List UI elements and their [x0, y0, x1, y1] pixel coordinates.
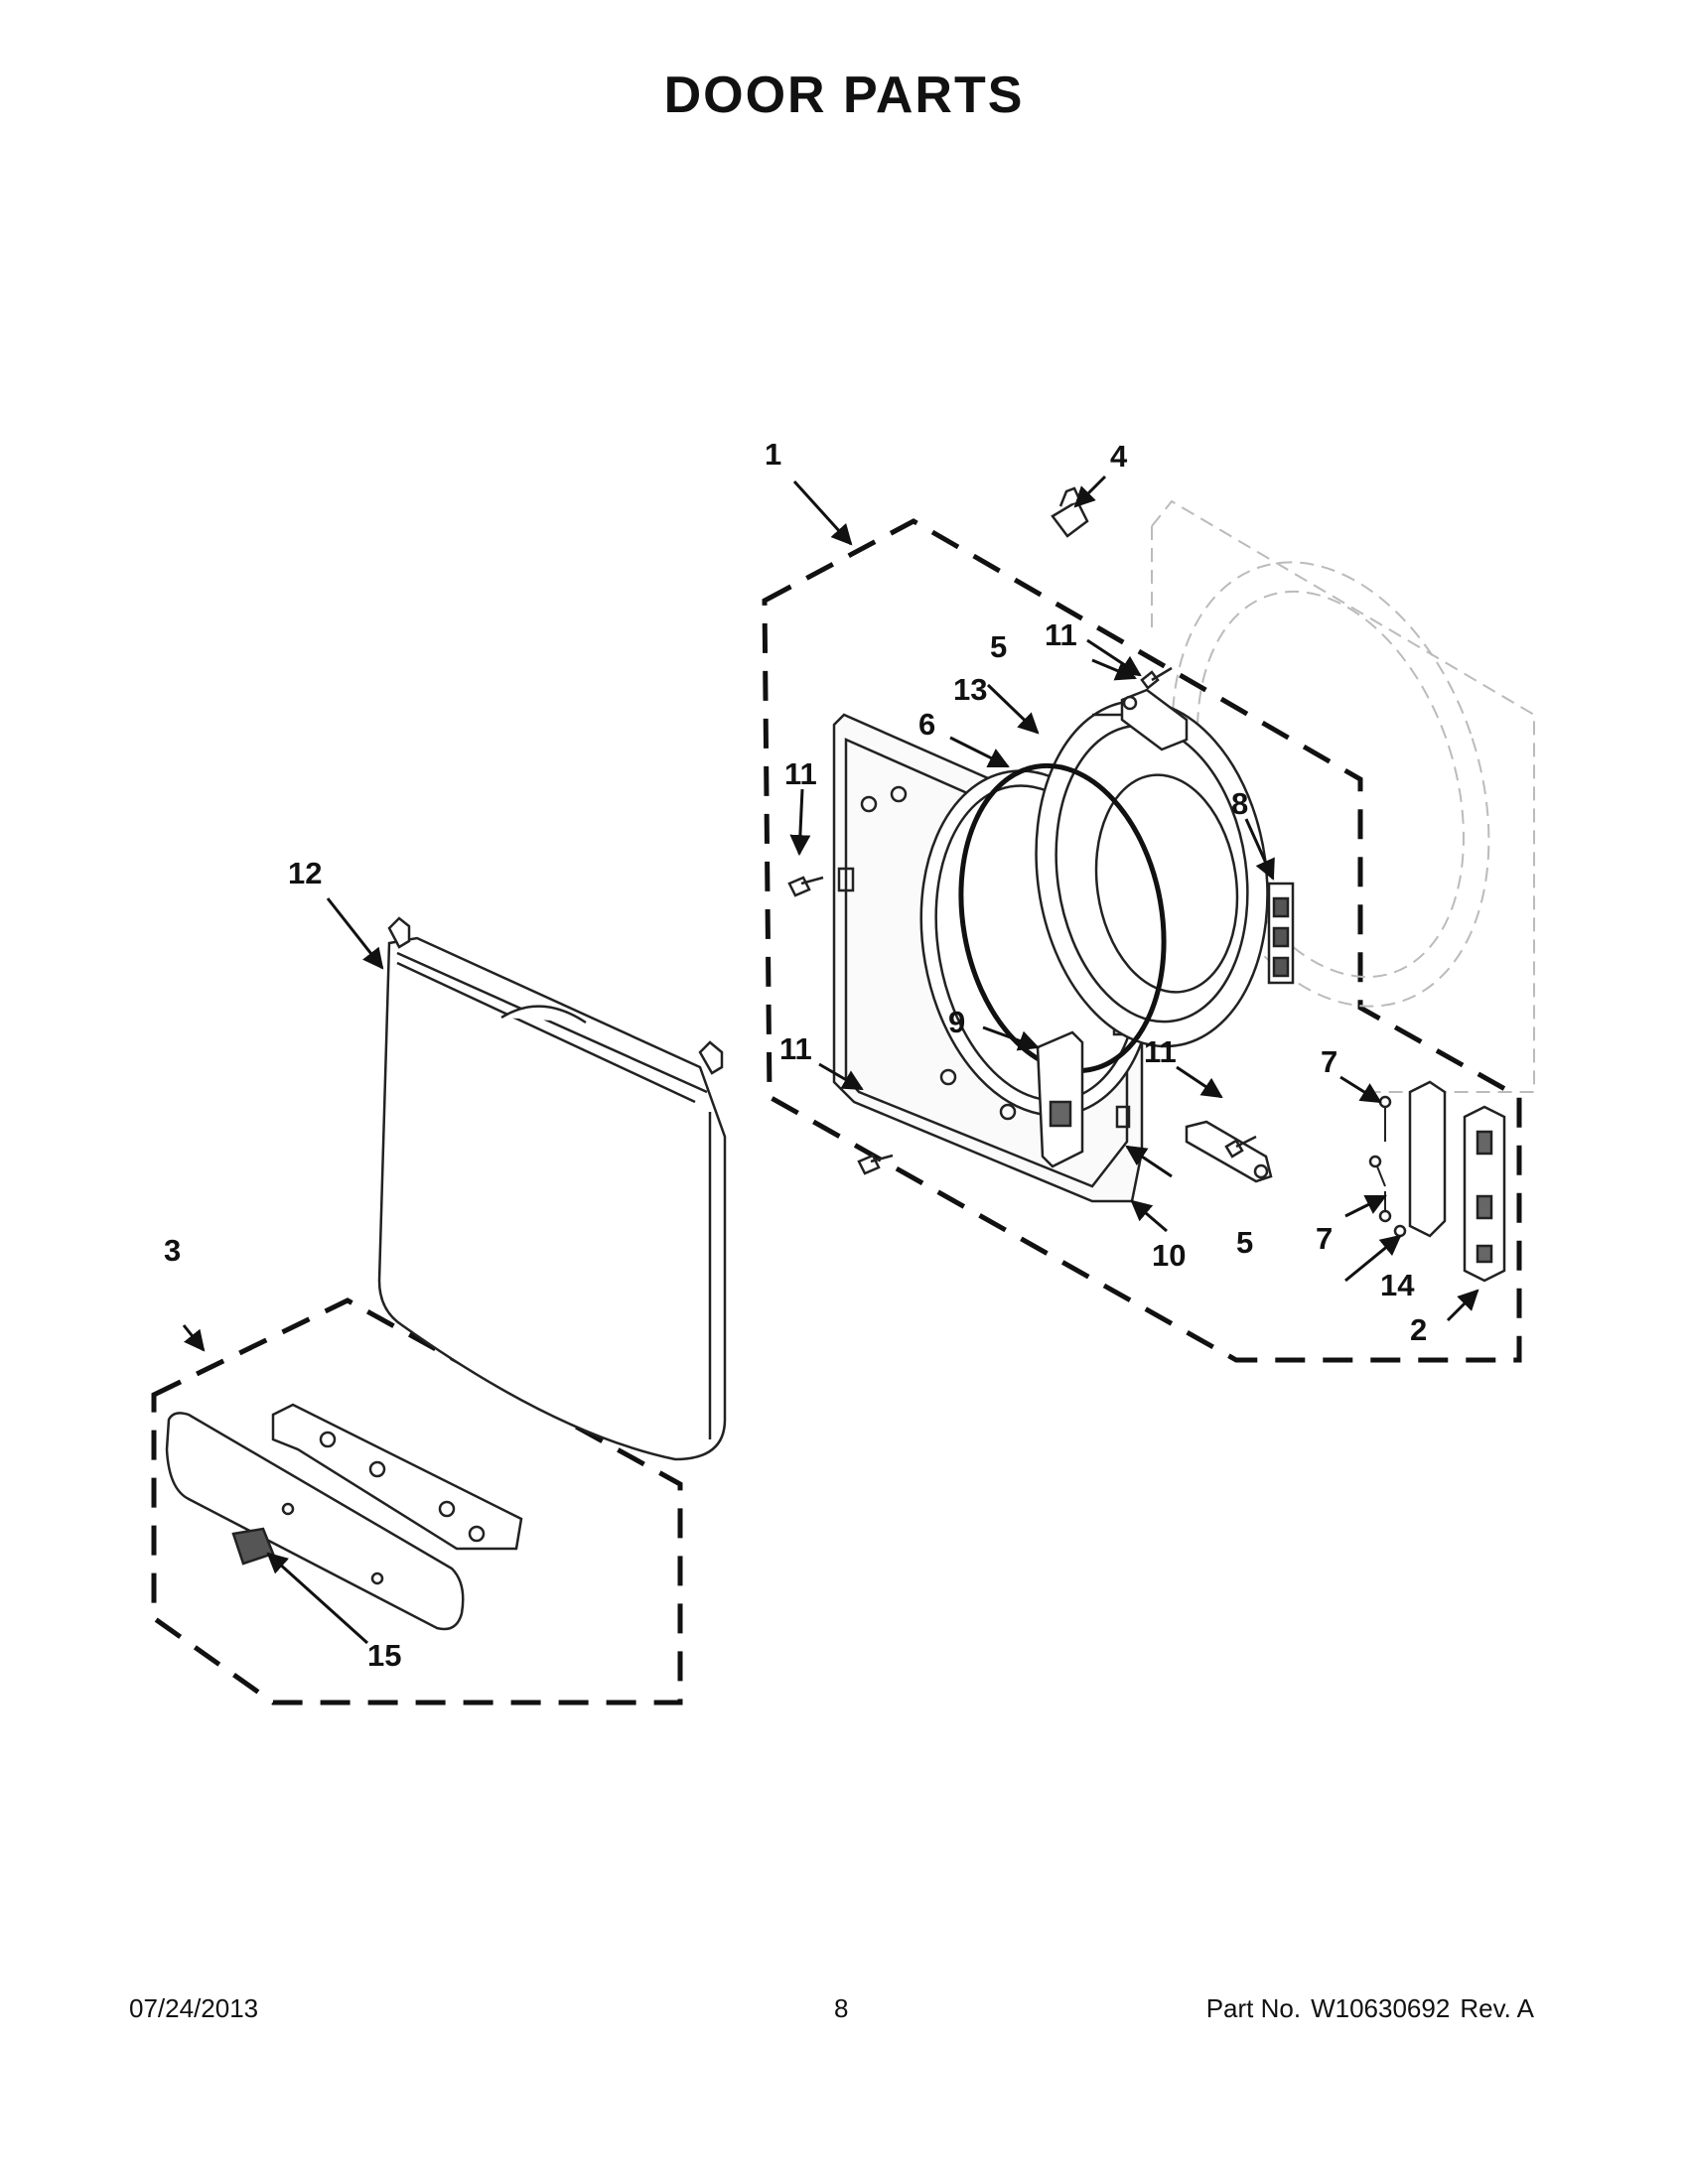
callout-8: 8	[1231, 786, 1248, 821]
callout-14: 14	[1380, 1268, 1415, 1302]
callout-6: 6	[918, 707, 935, 742]
callout-7-bottom: 7	[1316, 1221, 1333, 1256]
revision: Rev. A	[1460, 1993, 1534, 2023]
callout-3: 3	[164, 1233, 181, 1268]
page-title: DOOR PARTS	[663, 67, 1025, 124]
door-strike	[1036, 1030, 1084, 1168]
leader-arrows	[182, 475, 1479, 1645]
callout-11-bottom-right: 11	[1144, 1034, 1177, 1069]
door-gasket	[958, 762, 1167, 1074]
part-number: W10630692	[1311, 1993, 1451, 2023]
callout-12: 12	[288, 856, 322, 890]
callout-13: 13	[953, 672, 987, 707]
part-label: Part No.	[1205, 1993, 1302, 2023]
callout-5-top: 5	[990, 629, 1007, 664]
callout-15: 15	[367, 1638, 401, 1673]
footer-date: 07/24/2013	[129, 1993, 259, 2023]
hinge-small	[1267, 882, 1295, 985]
callout-10: 10	[1152, 1238, 1186, 1273]
footer-page-number: 8	[834, 1993, 849, 2023]
door-plug	[1051, 486, 1089, 538]
hinge-bracket-upper	[1120, 688, 1189, 751]
outer-door-panel	[377, 916, 727, 1461]
callout-11-left: 11	[784, 756, 817, 791]
callout-1: 1	[765, 437, 781, 472]
callout-5-bottom: 5	[1236, 1225, 1253, 1260]
callout-11-bottom-left: 11	[779, 1031, 812, 1066]
callout-7-top: 7	[1321, 1044, 1337, 1079]
callout-2: 2	[1410, 1312, 1427, 1347]
group-boundary-door-assembly	[762, 518, 1522, 1363]
group-boundary-handle-assembly	[151, 1297, 683, 1706]
callout-4: 4	[1110, 439, 1128, 474]
handle-parts	[165, 1403, 523, 1631]
callout-labels: 1 4 11 5 13 6 11 8 12 9 7 11 11 10 5 7 1…	[164, 437, 1427, 1673]
callout-9: 9	[948, 1005, 965, 1039]
footer-part-number: Part No. W10630692 Rev. A	[1196, 1993, 1534, 2024]
cabinet-hinge	[1368, 1080, 1506, 1283]
screws	[787, 666, 1257, 1175]
callout-11-top: 11	[1045, 617, 1077, 652]
